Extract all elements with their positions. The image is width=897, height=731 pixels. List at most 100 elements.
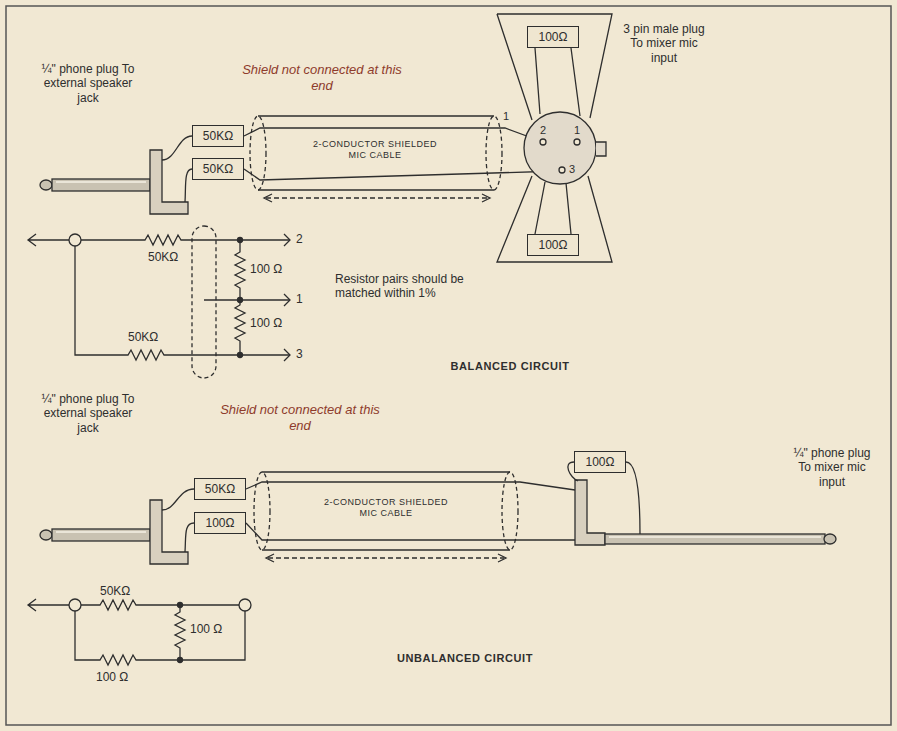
circuit-title: BALANCED CIRCUIT: [400, 360, 620, 373]
pin-number: 2: [540, 124, 546, 137]
wire: [185, 169, 192, 202]
junction-dot: [238, 238, 243, 243]
cable-jacket: [262, 472, 510, 550]
junction-dot: [238, 353, 243, 358]
pin: [574, 139, 580, 145]
resistor-symbol: [175, 605, 185, 660]
pin-number: 1: [296, 292, 303, 306]
resistor-value: 50KΩ: [203, 162, 233, 176]
signal-arrow: [28, 599, 69, 611]
shield-symbol: [192, 226, 216, 378]
signal-arrow: [284, 234, 290, 361]
plug-label: ¼" phone plug To external speaker jack: [32, 392, 144, 435]
wire: [246, 523, 575, 540]
circuit-title: UNBALANCED CIRCUIT: [355, 652, 575, 665]
plug-shaft: [52, 529, 150, 541]
resistor-value: 100 Ω: [190, 622, 222, 636]
plug-outline: [497, 176, 612, 262]
junction-dot: [238, 298, 243, 303]
resistor-box: 100Ω: [527, 26, 579, 48]
resistor-value: 100Ω: [539, 238, 568, 252]
plug-latch: [596, 142, 606, 156]
resistor-value: 50KΩ: [203, 129, 233, 143]
pin-number: 3: [296, 347, 303, 361]
resistor-box: 100Ω: [527, 234, 579, 256]
cable-end: [486, 116, 502, 190]
frame-border: [6, 6, 891, 725]
resistor-value: 50KΩ: [100, 584, 130, 598]
resistor-value: 100 Ω: [96, 670, 128, 684]
balanced-schematic: [28, 226, 290, 378]
resistor-lead: [626, 462, 640, 534]
resistor-symbol: [75, 246, 290, 360]
resistor-symbol: [81, 235, 290, 245]
plug-highlight: [609, 536, 821, 538]
resistor-value: 100 Ω: [250, 316, 282, 330]
resistor-value: 50KΩ: [205, 482, 235, 496]
plug-outline: [497, 14, 612, 120]
cable-end: [502, 472, 518, 550]
balanced-wiring: [40, 14, 612, 262]
plug-tip: [40, 180, 52, 190]
unbalanced-wiring: [40, 462, 836, 564]
signal-arrow: [28, 234, 69, 246]
pin: [540, 139, 546, 145]
shield-note: Shield not connected at this end: [237, 62, 407, 93]
wire: [244, 169, 559, 180]
pin-number: 1: [503, 110, 509, 123]
wire: [185, 523, 194, 552]
jack-symbol: [69, 234, 81, 246]
plug-label: ¼" phone plug To external speaker jack: [32, 62, 144, 105]
cable-label: 2-CONDUCTOR SHIELDED MIC CABLE: [321, 497, 451, 520]
plug-highlight: [56, 531, 146, 533]
shield-drain: [268, 557, 504, 558]
plug-tip: [40, 530, 52, 540]
unbalanced-schematic: [28, 599, 251, 665]
plug-label: ¼" phone plug To mixer mic input: [787, 446, 877, 489]
plug-bracket: [575, 480, 605, 545]
arrowhead: [266, 554, 506, 562]
pin-number: 2: [296, 232, 303, 246]
plug-shaft: [52, 179, 150, 191]
plug-tip: [824, 534, 836, 544]
resistor-value: 100Ω: [539, 30, 568, 44]
plug-shaft: [605, 534, 825, 544]
wire: [162, 136, 192, 160]
resistor-box: 50KΩ: [194, 478, 246, 500]
shield-drain: [266, 197, 488, 198]
shield-note: Shield not connected at this end: [215, 402, 385, 433]
plug-bracket: [150, 500, 188, 564]
wire: [246, 482, 575, 490]
resistor-value: 100 Ω: [250, 262, 282, 276]
plug-highlight: [56, 181, 146, 183]
resistor-lead: [535, 182, 571, 234]
arrowhead: [264, 194, 490, 202]
pin-number: 3: [569, 163, 575, 176]
resistor-box: 50KΩ: [192, 125, 244, 147]
wire: [204, 299, 290, 300]
jack-symbol: [69, 599, 81, 611]
pin: [559, 167, 565, 173]
wire: [162, 489, 194, 510]
resistor-lead: [535, 48, 580, 116]
resistor-box: 100Ω: [194, 512, 246, 534]
resistor-symbol: [81, 600, 239, 610]
resistor-box: 100Ω: [574, 451, 626, 473]
resistor-box: 50KΩ: [192, 158, 244, 180]
pin-number: 1: [574, 124, 580, 137]
resistor-value: 100Ω: [586, 455, 615, 469]
cable-label: 2-CONDUCTOR SHIELDED MIC CABLE: [310, 139, 440, 162]
resistor-value: 100Ω: [206, 516, 235, 530]
resistor-symbol: [235, 240, 245, 355]
resistor-value: 50KΩ: [128, 330, 158, 344]
note: Resistor pairs should be matched within …: [335, 272, 505, 301]
junction-dot: [178, 603, 183, 608]
plug-label: 3 pin male plug To mixer mic input: [622, 22, 706, 65]
junction-dot: [178, 658, 183, 663]
resistor-value: 50KΩ: [148, 250, 178, 264]
resistor-symbol: [75, 611, 245, 665]
jack-symbol: [239, 599, 251, 611]
xlr-plug-face: [524, 112, 596, 184]
